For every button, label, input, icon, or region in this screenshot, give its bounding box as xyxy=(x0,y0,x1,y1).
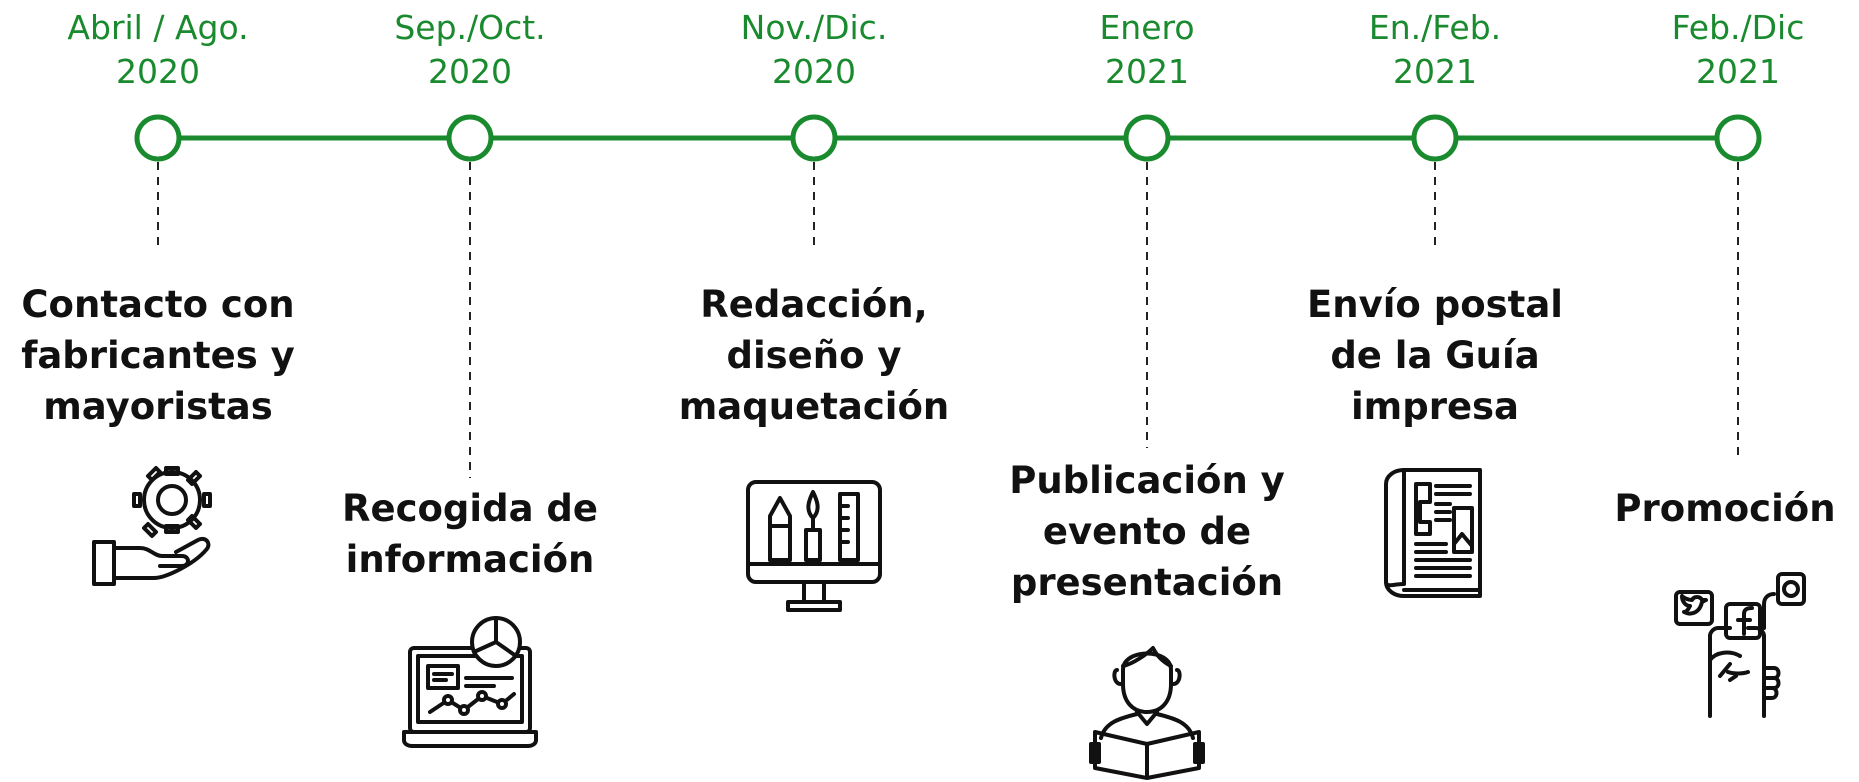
date-period: Enero xyxy=(1099,8,1195,47)
date-year: 2021 xyxy=(1393,52,1477,91)
milestone-date: Sep./Oct. 2020 xyxy=(310,6,630,94)
date-period: Nov./Dic. xyxy=(740,8,888,47)
task-line: maquetación xyxy=(678,385,950,428)
social-media-phone-icon xyxy=(1674,572,1806,718)
date-period: Sep./Oct. xyxy=(394,8,546,47)
task-line: Contacto con xyxy=(21,283,295,326)
date-year: 2020 xyxy=(428,52,512,91)
milestone-contact: Abril / Ago. 2020 Contacto con fabricant… xyxy=(0,0,318,782)
date-year: 2020 xyxy=(772,52,856,91)
milestone-task: Publicación y evento de presentación xyxy=(987,455,1307,608)
date-year: 2021 xyxy=(1105,52,1189,91)
task-line: fabricantes y xyxy=(21,334,295,377)
date-year: 2020 xyxy=(116,52,200,91)
timeline-node-6 xyxy=(1714,114,1762,162)
gear-hand-icon xyxy=(92,466,212,586)
milestone-task: Contacto con fabricantes y mayoristas xyxy=(0,279,318,432)
timeline-node-5 xyxy=(1411,114,1459,162)
date-year: 2021 xyxy=(1696,52,1780,91)
laptop-analytics-icon xyxy=(402,616,538,748)
timeline-node-1 xyxy=(134,114,182,162)
timeline-node-4 xyxy=(1123,114,1171,162)
task-line: Recogida de xyxy=(341,487,599,530)
milestone-task: Envío postal de la Guía impresa xyxy=(1275,279,1595,432)
milestone-publication: Enero 2021 Publicación y evento de prese… xyxy=(987,0,1307,782)
task-line: información xyxy=(345,538,595,581)
task-line: Promoción xyxy=(1614,487,1836,530)
milestone-date: En./Feb. 2021 xyxy=(1275,6,1595,94)
task-line: Publicación y xyxy=(1009,459,1285,502)
task-line: evento de xyxy=(1042,510,1252,553)
design-monitor-icon xyxy=(746,480,882,612)
task-line: impresa xyxy=(1350,385,1520,428)
milestone-promotion: Feb./Dic 2021 Promoción xyxy=(1578,0,1859,782)
date-period: Abril / Ago. xyxy=(67,8,249,47)
timeline-node-2 xyxy=(446,114,494,162)
milestone-task: Recogida de información xyxy=(310,483,630,585)
task-line: Envío postal xyxy=(1307,283,1563,326)
milestone-date: Feb./Dic 2021 xyxy=(1578,6,1859,94)
date-period: En./Feb. xyxy=(1368,8,1502,47)
milestone-date: Nov./Dic. 2020 xyxy=(654,6,974,94)
person-reading-icon xyxy=(1089,646,1205,780)
milestone-design: Nov./Dic. 2020 Redacción, diseño y maque… xyxy=(654,0,974,782)
milestone-shipping: En./Feb. 2021 Envío postal de la Guía im… xyxy=(1275,0,1595,782)
newspaper-icon xyxy=(1384,468,1482,598)
task-line: presentación xyxy=(1010,561,1284,604)
timeline-node-3 xyxy=(790,114,838,162)
task-line: Redacción, xyxy=(700,283,928,326)
date-period: Feb./Dic xyxy=(1671,8,1805,47)
milestone-task: Redacción, diseño y maquetación xyxy=(654,279,974,432)
milestone-research: Sep./Oct. 2020 Recogida de información xyxy=(310,0,630,782)
milestone-date: Abril / Ago. 2020 xyxy=(0,6,318,94)
task-line: de la Guía xyxy=(1330,334,1540,377)
task-line: mayoristas xyxy=(43,385,273,428)
task-line: diseño y xyxy=(726,334,902,377)
milestone-task: Promoción xyxy=(1565,483,1859,534)
milestone-date: Enero 2021 xyxy=(987,6,1307,94)
